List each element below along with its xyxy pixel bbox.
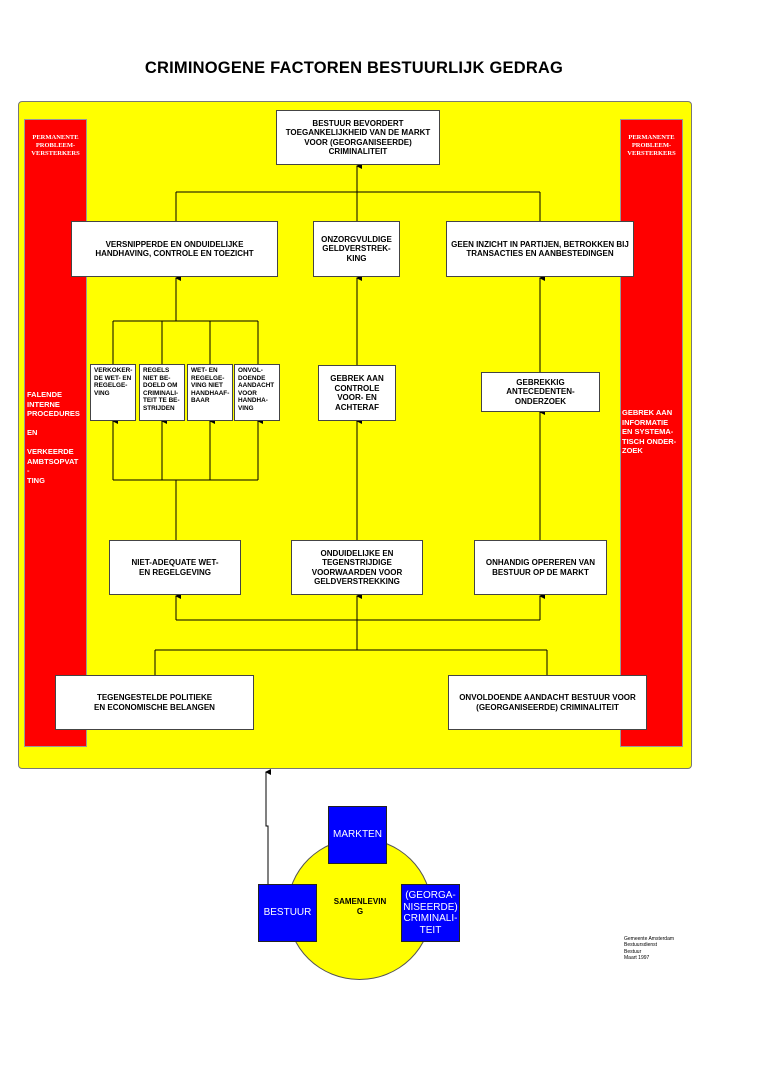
level4-middle-box: ONDUIDELIJKE EN TEGENSTRIJDIGE VOORWAARD… [291, 540, 423, 595]
criminaliteit-box: (GEORGA- NISEERDE) CRIMINALI- TEIT [401, 884, 460, 942]
bestuur-box: BESTUUR [258, 884, 317, 942]
level3-small-box-3: WET- EN REGELGE- VING NIET HANDHAAF- BAA… [187, 364, 233, 421]
right-amplifier-text: GEBREK AAN INFORMATIE EN SYSTEMA- TISCH … [622, 408, 677, 455]
left-amplifier-header: PERMANENTE PROBLEEM-VERSTERKERS [31, 134, 80, 157]
left-amplifier-text: FALENDE INTERNE PROCEDURES EN VERKEERDE … [27, 390, 80, 485]
level3-small-box-2: REGELS NIET BE- DOELD OM CRIMINALI- TEIT… [139, 364, 185, 421]
society-label: SAMENLEVIN G [333, 897, 387, 916]
level2-left-box: VERSNIPPERDE EN ONDUIDELIJKE HANDHAVING,… [71, 221, 278, 277]
markten-box: MARKTEN [328, 806, 387, 864]
level3-middle-box: GEBREK AAN CONTROLE VOOR- EN ACHTERAF [318, 365, 396, 421]
level2-middle-box: ONZORGVULDIGE GELDVERSTREK- KING [313, 221, 400, 277]
credits: Gemeente Amsterdam Bestuursdienst Bestuu… [624, 936, 675, 961]
right-amplifier-bar [620, 119, 683, 747]
level3-small-box-1: VERKOKER- DE WET- EN REGELGE- VING [90, 364, 136, 421]
arrow-society-to-panel [265, 769, 271, 884]
level3-small-box-4: ONVOL- DOENDE AANDACHT VOOR HANDHA- VING [234, 364, 280, 421]
top-box: BESTUUR BEVORDERT TOEGANKELIJKHEID VAN D… [276, 110, 440, 165]
level4-left-box: NIET-ADEQUATE WET- EN REGELGEVING [109, 540, 241, 595]
diagram-panel [18, 101, 692, 769]
level3-right-box: GEBREKKIG ANTECEDENTEN- ONDERZOEK [481, 372, 600, 412]
level2-right-box: GEEN INZICHT IN PARTIJEN, BETROKKEN BIJ … [446, 221, 634, 277]
level5-right-box: ONVOLDOENDE AANDACHT BESTUUR VOOR (GEORG… [448, 675, 647, 730]
level5-left-box: TEGENGESTELDE POLITIEKE EN ECONOMISCHE B… [55, 675, 254, 730]
page-title: CRIMINOGENE FACTOREN BESTUURLIJK GEDRAG [144, 59, 564, 77]
level4-right-box: ONHANDIG OPEREREN VAN BESTUUR OP DE MARK… [474, 540, 607, 595]
right-amplifier-header: PERMANENTE PROBLEEM-VERSTERKERS [627, 134, 676, 157]
